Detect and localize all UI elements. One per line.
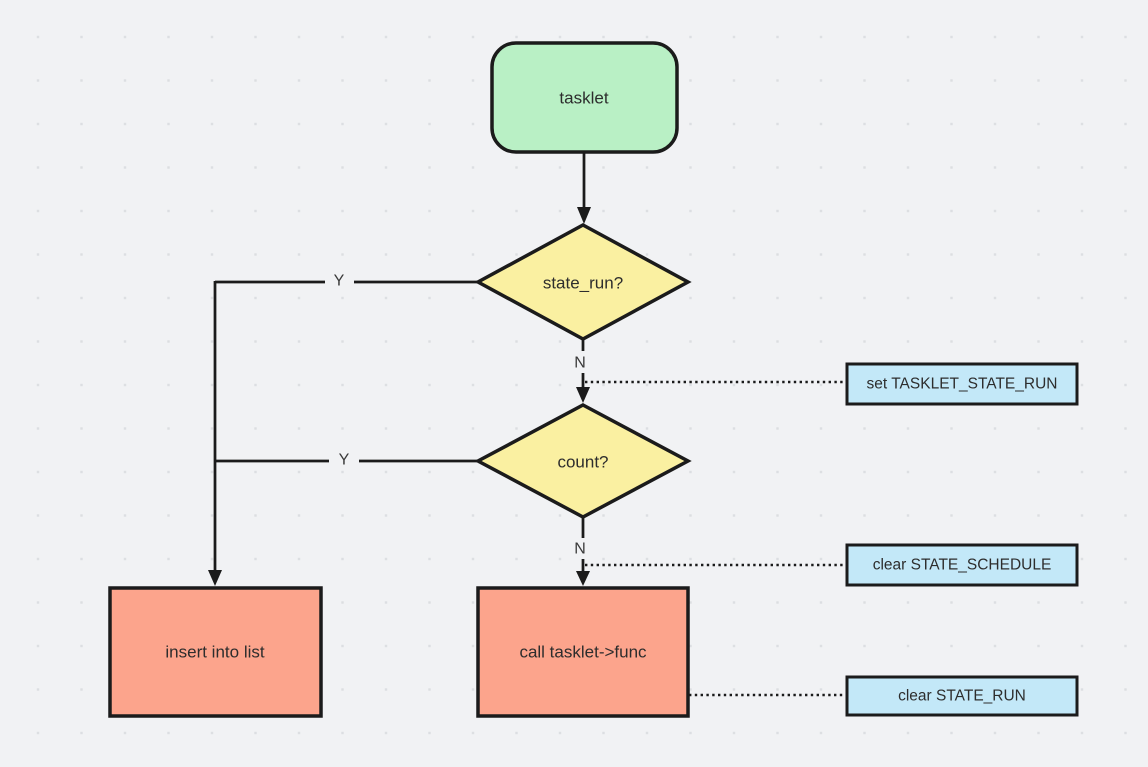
annotation-set-state-run-label: set TASKLET_STATE_RUN: [867, 376, 1058, 393]
decision-node-count: count?: [474, 403, 692, 519]
edge-count-no: [576, 517, 590, 586]
edge-label-yes-2: Y: [339, 452, 350, 469]
annotation-node-clear-state-run: clear STATE_RUN: [845, 675, 1079, 717]
edge-start-to-state-run: [577, 152, 591, 224]
annotation-clear-schedule-label: clear STATE_SCHEDULE: [873, 557, 1052, 574]
process-node-insert-into-list: insert into list: [108, 586, 323, 718]
annotation-node-set-tasklet-state-run: set TASKLET_STATE_RUN: [845, 362, 1079, 406]
decision-state-run-label: state_run?: [543, 274, 623, 293]
decision-node-state-run: state_run?: [474, 223, 692, 341]
start-node-label: tasklet: [559, 89, 608, 108]
arrowhead-down-icon: [577, 207, 591, 224]
edge-label-no-2: N: [574, 541, 586, 558]
edge-label-yes-1: Y: [334, 273, 345, 290]
edge-label-no-1: N: [574, 355, 586, 372]
process-call-label: call tasklet->func: [519, 643, 647, 662]
decision-count-label: count?: [557, 453, 608, 472]
arrowhead-down-icon: [576, 387, 590, 403]
arrowhead-down-icon: [208, 570, 222, 586]
edge-state-run-yes: [208, 280, 478, 586]
annotation-clear-run-label: clear STATE_RUN: [898, 688, 1026, 705]
arrowhead-down-icon: [576, 571, 590, 586]
process-insert-label: insert into list: [165, 643, 264, 662]
annotation-node-clear-state-schedule: clear STATE_SCHEDULE: [845, 543, 1079, 587]
edge-state-run-no: [576, 339, 590, 403]
start-node-tasklet: tasklet: [490, 41, 679, 154]
process-node-call-tasklet-func: call tasklet->func: [476, 586, 690, 718]
